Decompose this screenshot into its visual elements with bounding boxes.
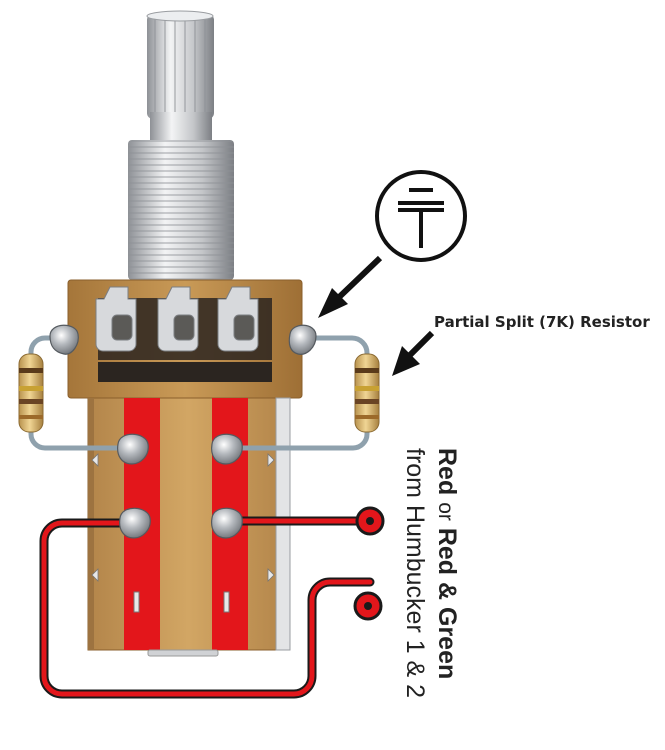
resistor-wires: [28, 335, 370, 451]
resistor-label: Partial Split (7K) Resistor: [434, 313, 650, 331]
wire-label: Red or Red & Green from Humbucker 1 & 2: [395, 448, 465, 718]
solder-switch-4: [211, 507, 243, 539]
wire-terminal-bottom: [353, 591, 383, 621]
wire-terminal-top: [355, 506, 385, 536]
lug-left: [95, 286, 137, 352]
lug-right: [217, 286, 259, 352]
solder-switch-2: [211, 433, 243, 465]
resistor-left: [18, 353, 44, 433]
arrow-ground: [318, 255, 383, 318]
ground-icon: [375, 170, 467, 262]
solder-left-lug: [49, 324, 79, 355]
solder-switch-1: [117, 433, 149, 465]
resistor-right: [354, 353, 380, 433]
wire-label-from: from Humbucker 1 & 2: [401, 448, 429, 699]
solder-switch-3: [119, 507, 151, 539]
threaded-bushing: [128, 140, 234, 280]
red-wire-2: [41, 518, 373, 697]
wire-label-red-green: Red & Green: [433, 527, 461, 680]
wire-label-or: or: [434, 502, 457, 521]
lug-center: [157, 286, 199, 352]
solder-joints: [49, 324, 317, 539]
arrow-resistor: [392, 330, 435, 376]
solder-right-lug: [288, 324, 317, 355]
wire-label-red: Red: [433, 448, 461, 496]
knurled-shaft: [146, 10, 214, 142]
